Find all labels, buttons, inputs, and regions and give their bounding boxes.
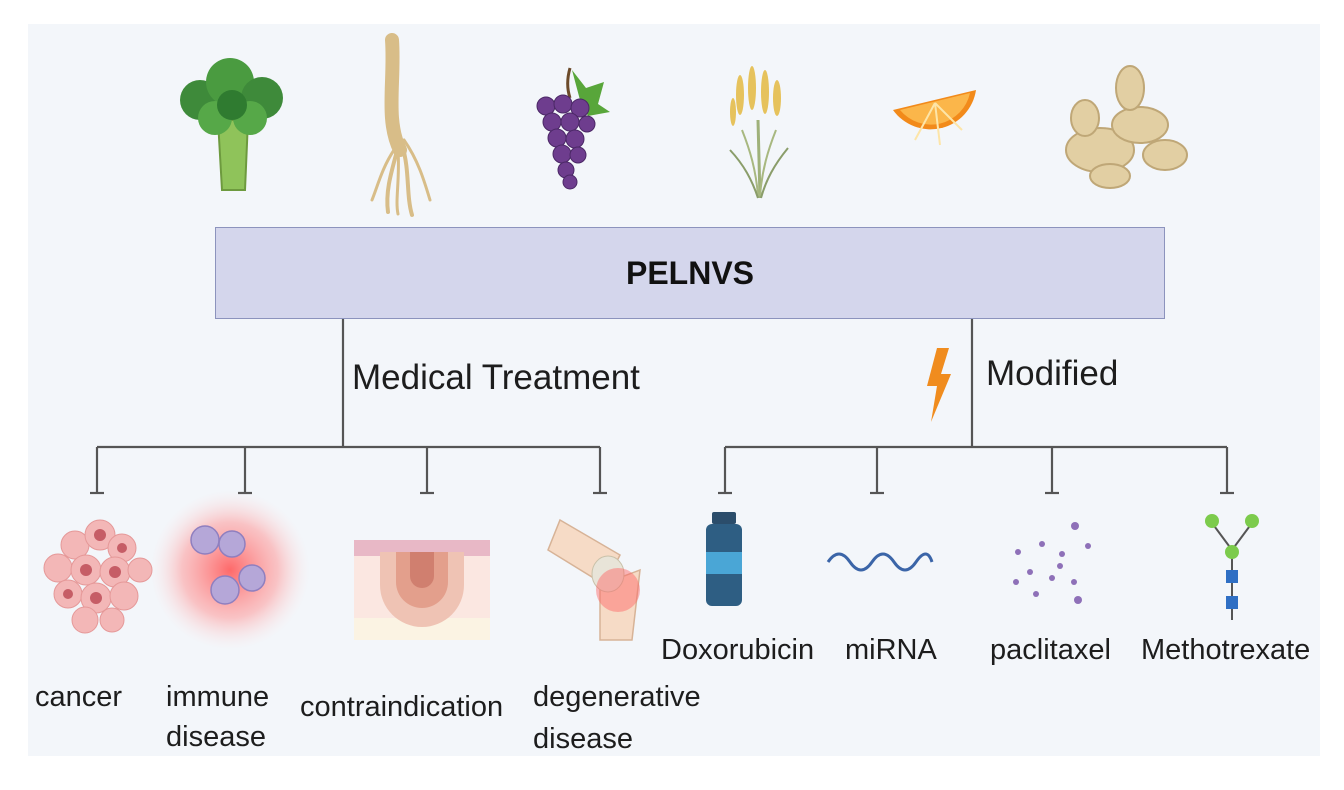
grape-icon <box>536 67 610 190</box>
title-box: PELNVS <box>215 227 1165 319</box>
medical-treatment-label: Medical Treatment <box>352 358 640 397</box>
leaf-icons <box>43 490 1259 650</box>
vial-icon <box>706 512 742 606</box>
source-icons <box>180 33 1188 217</box>
leaf-label-contraindication: contraindication <box>300 691 504 723</box>
ginseng-icon <box>370 33 432 217</box>
leaf-label-mirna: miRNA <box>845 634 937 666</box>
immune-disease-icon <box>150 490 310 650</box>
leaf-label-degenerative-line1: degenerative <box>533 681 701 713</box>
skin-layers-icon <box>354 540 490 640</box>
knee-joint-icon <box>547 518 641 641</box>
leaf-label-degenerative-line2: disease <box>533 723 633 755</box>
ginger-icon <box>1065 65 1188 189</box>
lightning-icon <box>927 348 951 422</box>
broccoli-icon <box>180 58 283 191</box>
leaf-label-cancer: cancer <box>35 681 123 713</box>
leaf-label-doxorubicin: Doxorubicin <box>661 634 815 666</box>
leaf-label-immune-line1: immune <box>166 681 270 713</box>
modified-label: Modified <box>986 354 1119 393</box>
connector-lines <box>90 319 1234 495</box>
wheat-icon <box>729 66 789 199</box>
cancer-cells-icon <box>43 519 153 634</box>
leaf-label-immune-line2: disease <box>166 721 266 753</box>
orange-icon <box>893 90 976 146</box>
antibody-icon <box>1205 514 1259 620</box>
diagram-title: PELNVS <box>625 254 755 291</box>
paclitaxel-particles-icon <box>1013 522 1091 604</box>
leaf-label-methotrexate: Methotrexate <box>1141 634 1311 666</box>
mirna-wave-icon <box>826 552 934 572</box>
leaf-label-paclitaxel: paclitaxel <box>990 634 1111 666</box>
diagram: PELNVS Medical Treatment Modified <box>28 24 1320 756</box>
